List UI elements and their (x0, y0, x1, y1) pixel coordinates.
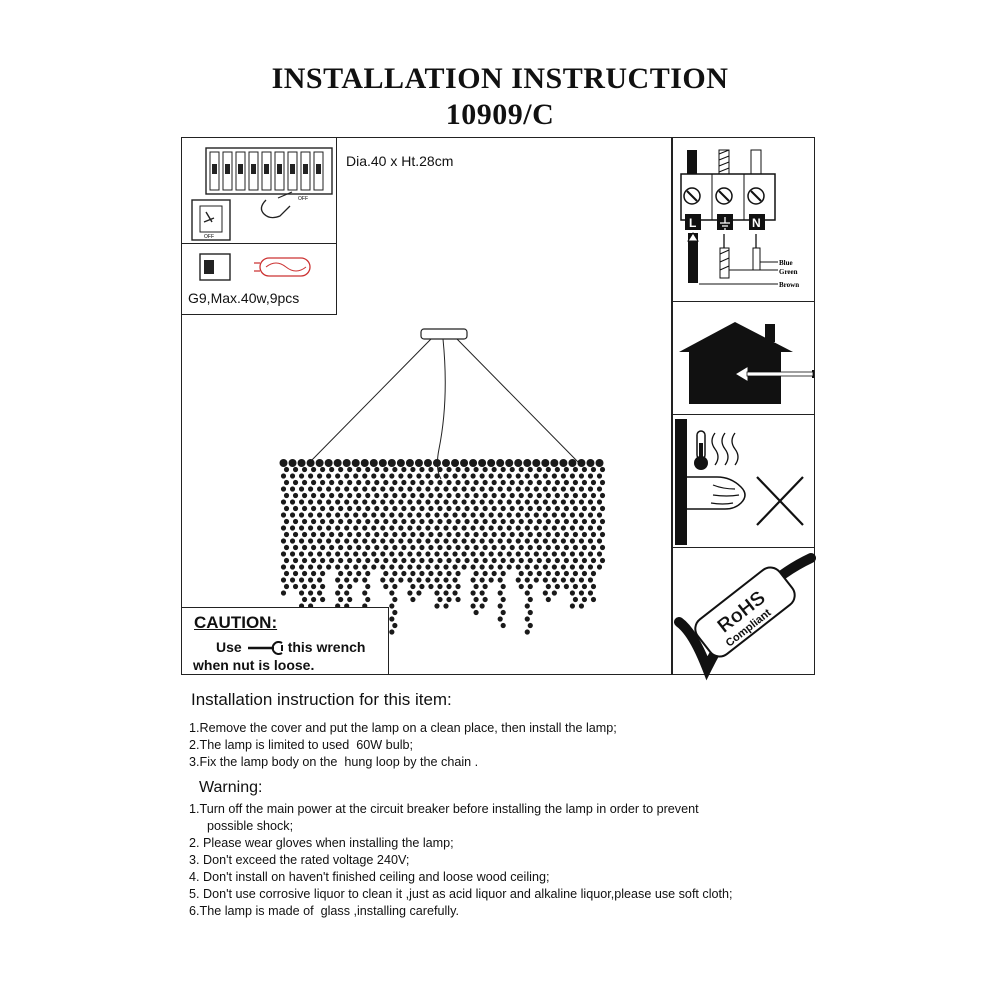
instruction-item: 2.The lamp is limited to used 60W bulb; (189, 738, 413, 752)
house-icon (679, 322, 814, 404)
rohs-compliant-icon: RoHS Compliant (674, 553, 816, 681)
instructions-title: Installation instruction for this item: (191, 690, 452, 709)
caution-this-wrench: this wrench (287, 639, 366, 655)
warning-item: 2. Please wear gloves when installing th… (189, 836, 454, 850)
caution-use: Use (216, 639, 242, 655)
warning-item: 3. Don't exceed the rated voltage 240V; (189, 853, 410, 867)
warning-item: 4. Don't install on haven't finished cei… (189, 870, 550, 884)
svg-text:Brown: Brown (779, 281, 799, 289)
svg-text:OFF: OFF (204, 234, 214, 240)
caution-line-1: Use this wrench (216, 639, 365, 655)
rohs-panel: RoHS Compliant (672, 547, 816, 681)
svg-text:N: N (752, 216, 761, 230)
breaker-icon: OFF OFF (191, 147, 333, 241)
no-touch-hot-icon (675, 419, 804, 545)
bulb-panel (181, 243, 337, 315)
warning-item: 5. Don't use corrosive liquor to clean i… (189, 887, 733, 901)
warning-title: Warning: (199, 779, 263, 796)
dimensions: Dia.40 x Ht.28cm (346, 153, 454, 169)
caution-title: CAUTION: (194, 613, 278, 632)
g9-bulb-icon (199, 253, 311, 281)
chandelier-drawing (279, 328, 606, 635)
svg-text:OFF: OFF (298, 196, 308, 202)
wiring-panel: L N Blue Green Brown (672, 137, 815, 302)
heat-warning-panel (672, 414, 815, 548)
document-title: INSTALLATION INSTRUCTION (271, 62, 729, 95)
bulb-spec: G9,Max.40w,9pcs (188, 290, 300, 306)
instructions-section: Installation instruction for this item: … (189, 690, 969, 920)
model-number: 10909/C (445, 98, 555, 131)
lamp-area (181, 137, 672, 675)
indoor-use-panel (672, 301, 815, 415)
breaker-panel: OFF OFF (181, 137, 337, 245)
wrench-icon (248, 641, 283, 655)
warning-item: 6.The lamp is made of glass ,installing … (189, 904, 459, 918)
instruction-item: 1.Remove the cover and put the lamp on a… (189, 721, 617, 735)
instruction-item: 3.Fix the lamp body on the hung loop by … (189, 755, 479, 769)
svg-text:Green: Green (779, 268, 798, 276)
warning-item: 1.Turn off the main power at the circuit… (189, 802, 699, 816)
svg-text:Blue: Blue (779, 259, 793, 267)
caution-line-2: when nut is loose. (193, 657, 315, 673)
svg-text:L: L (689, 216, 696, 230)
warning-item: possible shock; (207, 819, 294, 833)
caution-box (181, 607, 389, 675)
wiring-diagram: L N Blue Green Brown (680, 149, 799, 289)
